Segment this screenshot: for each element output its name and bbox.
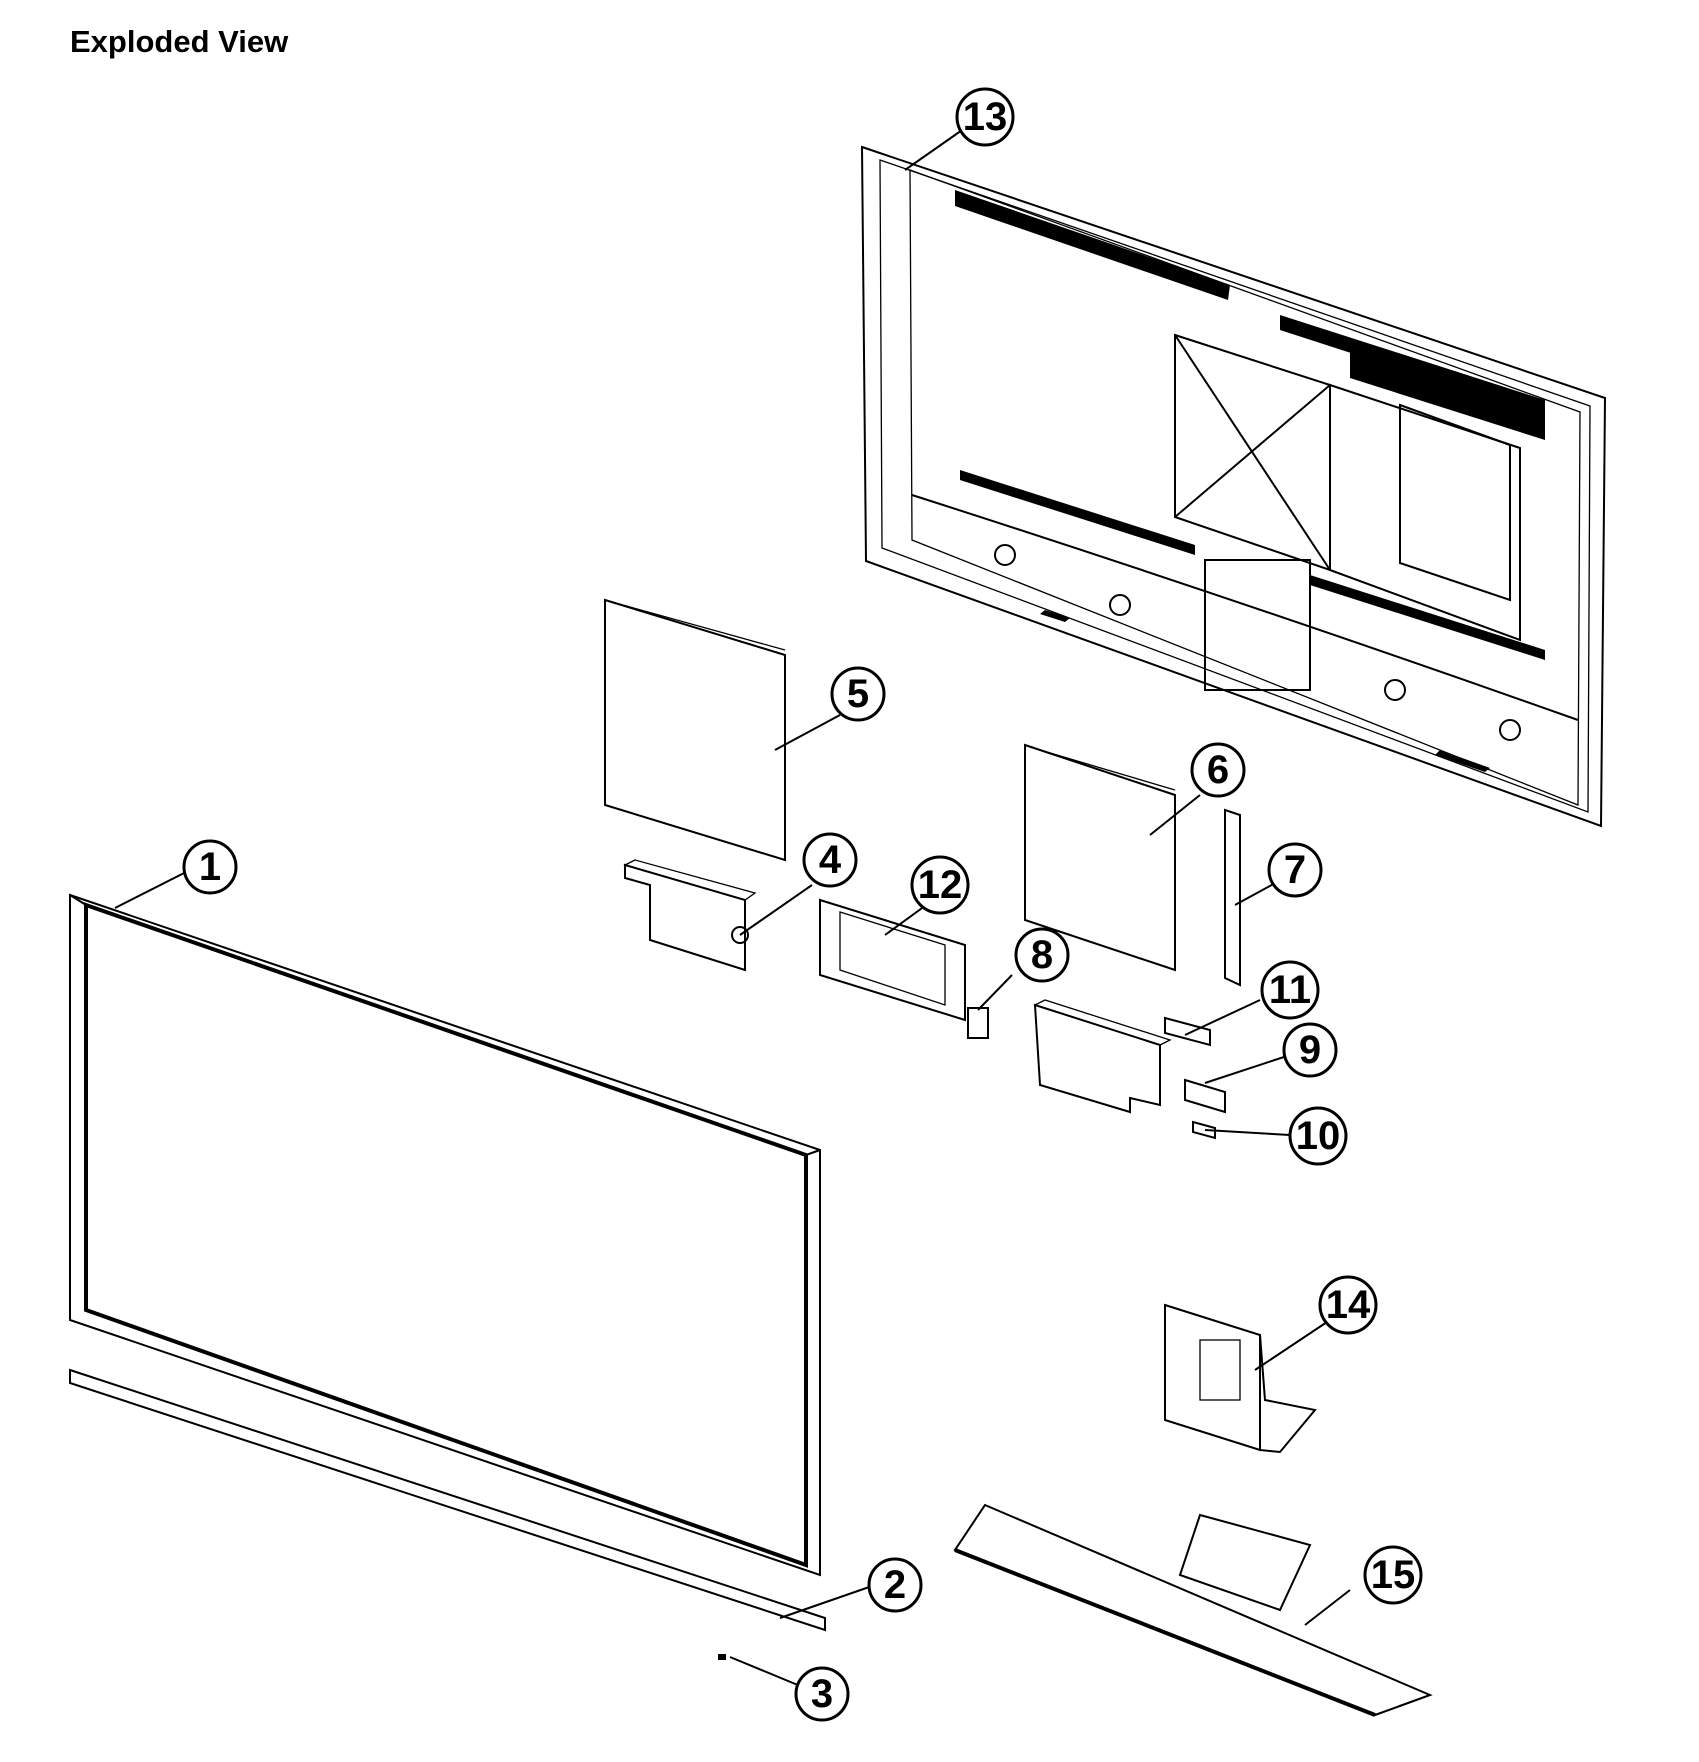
callout-13-label: 13 <box>963 95 1008 139</box>
diagram-title: Exploded View <box>70 24 289 59</box>
part-13-rear-cover <box>860 145 1607 828</box>
callout-11-label: 11 <box>1269 968 1311 1012</box>
callout-12: 12 <box>910 855 970 915</box>
callout-5-label: 5 <box>847 672 869 716</box>
callout-4: 4 <box>802 832 858 888</box>
callout-10: 10 <box>1288 1106 1348 1166</box>
callout-8-label: 8 <box>1031 933 1053 977</box>
callout-13: 13 <box>955 87 1015 147</box>
part-9-part-10-buttons <box>1184 1078 1226 1140</box>
callout-7-label: 7 <box>1284 848 1306 892</box>
callout-3-label: 3 <box>811 1672 833 1716</box>
callout-3: 3 <box>794 1666 850 1722</box>
part-8-connector <box>967 1007 989 1039</box>
part-3-screw <box>718 1654 726 1660</box>
part-6-main-board <box>1024 743 1176 972</box>
callout-1: 1 <box>182 839 238 895</box>
callout-2-label: 2 <box>884 1563 906 1607</box>
callout-9-label: 9 <box>1299 1028 1321 1072</box>
callout-9: 9 <box>1282 1022 1338 1078</box>
callout-12-label: 12 <box>918 863 963 907</box>
callout-6: 6 <box>1190 742 1246 798</box>
part-5-board <box>604 598 786 862</box>
leader-lines <box>114 127 1351 1689</box>
part-4-speaker-left <box>623 859 757 972</box>
callout-8: 8 <box>1014 927 1070 983</box>
callout-2: 2 <box>867 1557 923 1613</box>
speaker-right <box>1033 999 1172 1114</box>
callout-10-label: 10 <box>1296 1114 1341 1158</box>
part-7-strip <box>1224 808 1241 987</box>
part-1-front-panel <box>69 893 821 1577</box>
callout-11: 11 <box>1260 960 1320 1020</box>
callout-15-label: 15 <box>1371 1553 1416 1597</box>
part-14-stand-neck <box>1164 1303 1317 1454</box>
callout-5: 5 <box>830 666 886 722</box>
callout-7: 7 <box>1267 842 1323 898</box>
part-12-bracket <box>819 898 966 1022</box>
part-15-stand-base <box>953 1503 1433 1717</box>
callout-15: 15 <box>1363 1545 1423 1605</box>
part-11-small-board <box>1164 1016 1211 1047</box>
callout-14: 14 <box>1318 1275 1378 1335</box>
callout-4-label: 4 <box>819 838 842 882</box>
callout-1-label: 1 <box>199 845 221 889</box>
callout-14-label: 14 <box>1326 1283 1371 1327</box>
part-2-bottom-trim <box>69 1368 826 1632</box>
callout-6-label: 6 <box>1207 748 1229 792</box>
